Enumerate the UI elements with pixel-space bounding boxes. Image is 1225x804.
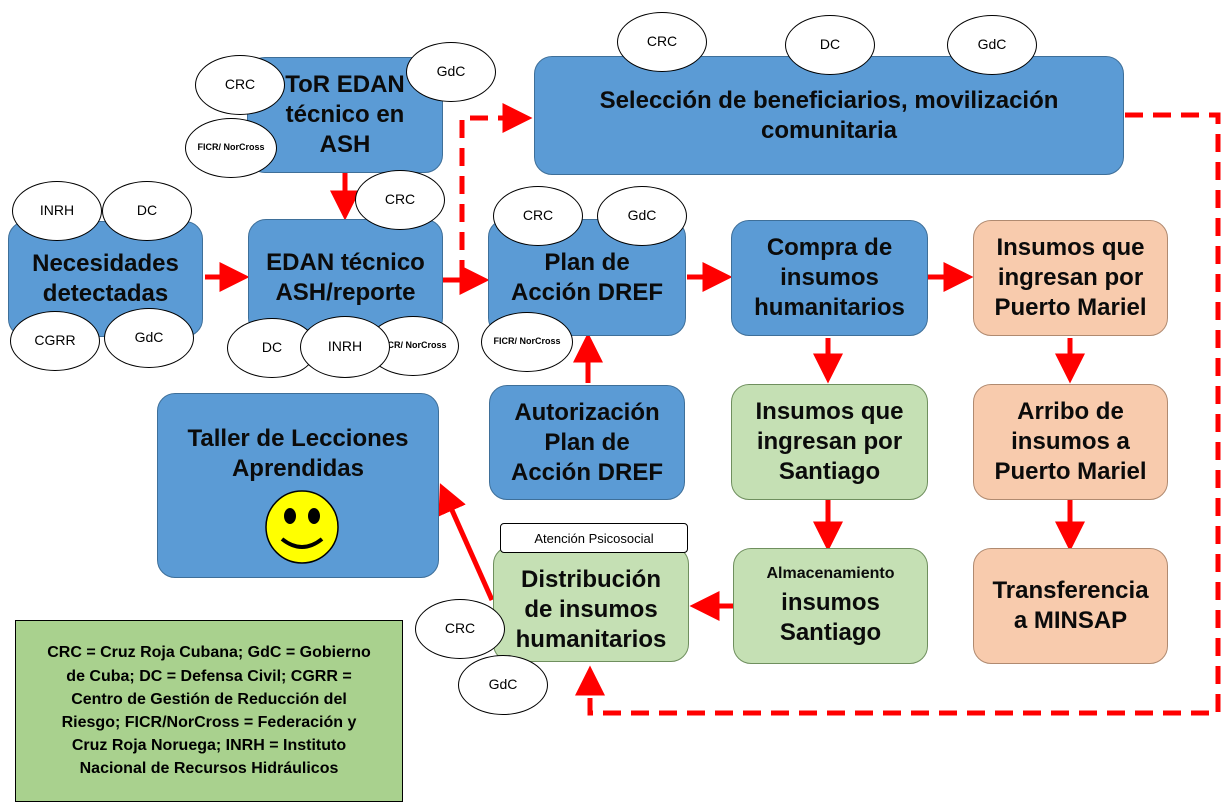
mariel-arribo-box: Arribo de insumos a Puerto Mariel [973,384,1168,500]
distribucion-insumos-box: Distribución de insumos humanitarios [493,546,689,662]
oval-gdc-tor: GdC [406,42,496,102]
oval-gdc-necesidades: GdC [104,308,194,368]
abbreviations-legend: CRC = Cruz Roja Cubana; GdC = Gobierno d… [15,620,403,802]
oval-crc-tor: CRC [195,55,285,115]
santiago-ingreso-box: Insumos que ingresan por Santiago [731,384,928,500]
oval-crc-seleccion: CRC [617,12,707,72]
dashed-arrow-seleccion-to-distribucion [575,112,1221,716]
almacenamiento-box: Almacenamiento insumos Santiago [733,548,928,664]
oval-gdc-seleccion: GdC [947,15,1037,75]
arrow-distribucion-to-taller [438,483,495,602]
oval-gdc-distribucion: GdC [458,655,548,715]
autorizacion-plan-box: Autorización Plan de Acción DREF [489,385,685,500]
atencion-psicosocial-label: Atención Psicosocial [500,523,688,553]
compra-insumos-box: Compra de insumos humanitarios [731,220,928,336]
oval-crc-distribucion: CRC [415,599,505,659]
smiley-face-icon [265,490,339,564]
oval-crc-plan: CRC [493,186,583,246]
almacenamiento-label: Almacenamiento [766,565,895,582]
oval-ficr-tor: FICR/ NorCross [185,118,277,178]
oval-ficr-plan: FICR/ NorCross [481,312,573,372]
oval-inrh-necesidades: INRH [12,181,102,241]
transferencia-minsap-box: Transferencia a MINSAP [973,548,1168,664]
almacenamiento-insumos-label: insumos Santiago [779,589,882,646]
mariel-ingreso-box: Insumos que ingresan por Puerto Mariel [973,220,1168,336]
oval-crc-edan: CRC [355,170,445,230]
oval-dc-necesidades: DC [102,181,192,241]
seleccion-beneficiarios-box: Selección de beneficiarios, movilización… [534,56,1124,175]
oval-gdc-plan: GdC [597,186,687,246]
taller-lecciones-title: Taller de Lecciones Aprendidas [187,425,409,482]
oval-inrh-edan: INRH [300,316,390,378]
oval-dc-seleccion: DC [785,15,875,75]
dashed-arrow-to-seleccion [459,103,533,278]
oval-cgrr-necesidades: CGRR [10,311,100,371]
